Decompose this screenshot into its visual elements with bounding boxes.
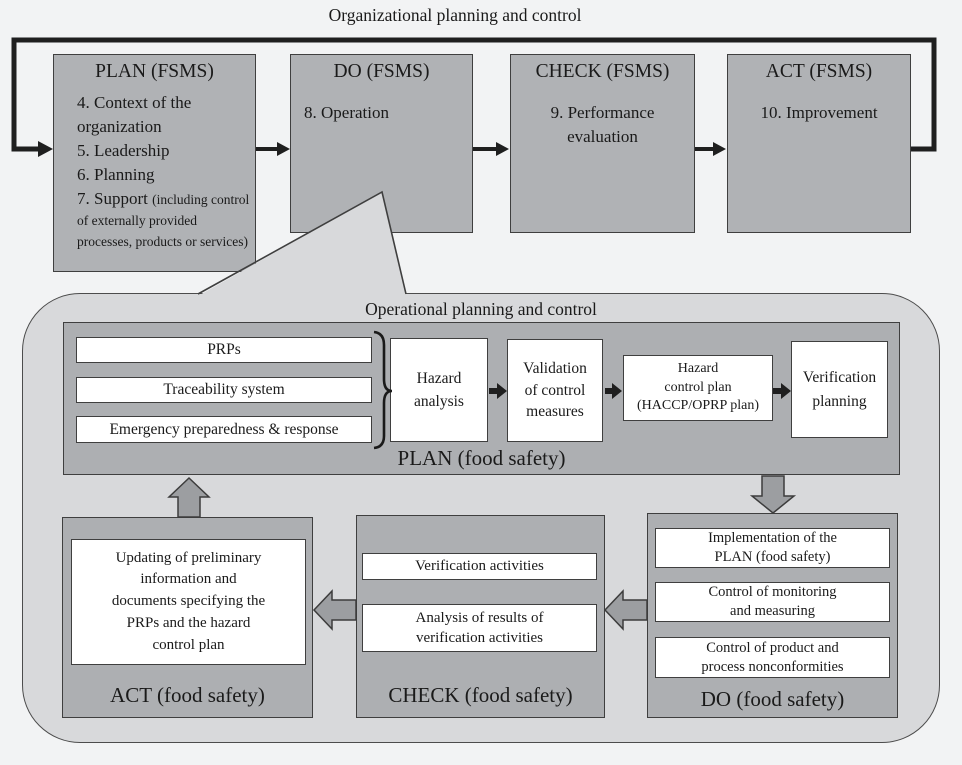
- verification-planning-box: Verification planning: [791, 341, 888, 438]
- plan-fsms-item-support: 7. Support (including control of externa…: [77, 188, 250, 252]
- arrowhead-plan-do-icon: [277, 142, 290, 156]
- control-monitoring-box: Control of monitoring and measuring: [655, 582, 890, 622]
- verification-activities-box: Verification activities: [362, 553, 597, 580]
- check-fsms-item: 9. Performance evaluation: [550, 103, 655, 147]
- traceability-box: Traceability system: [76, 377, 372, 403]
- plan-fsms-item-support-main: 7. Support: [77, 188, 148, 208]
- analysis-results-box: Analysis of results of verification acti…: [362, 604, 597, 652]
- do-fsms-item: 8. Operation: [304, 103, 389, 122]
- plan-fsms-box: PLAN (FSMS) 4. Context of the organizati…: [53, 54, 256, 272]
- act-food-safety-label: ACT (food safety): [110, 683, 265, 707]
- plan-fsms-item-context: 4. Context of the organization: [77, 93, 192, 137]
- do-food-safety-label: DO (food safety): [700, 687, 845, 711]
- prps-box: PRPs: [76, 337, 372, 363]
- plan-fsms-item-planning: 6. Planning: [77, 165, 155, 185]
- check-fsms-title: CHECK (FSMS): [535, 61, 670, 82]
- act-fsms-title: ACT (FSMS): [765, 61, 873, 82]
- act-fsms-item: 10. Improvement: [760, 103, 878, 122]
- do-fsms-box: DO (FSMS) 8. Operation: [290, 54, 473, 233]
- check-fsms-box: CHECK (FSMS) 9. Performance evaluation: [510, 54, 695, 233]
- control-product-box: Control of product and process nonconfor…: [655, 637, 890, 678]
- do-fsms-title: DO (FSMS): [333, 61, 430, 82]
- hazard-control-plan-box: Hazard control plan (HACCP/OPRP plan): [623, 355, 773, 421]
- plan-fsms-title: PLAN (FSMS): [95, 61, 214, 82]
- operational-label: Operational planning and control: [365, 299, 597, 319]
- implementation-box: Implementation of the PLAN (food safety): [655, 528, 890, 568]
- organizational-loop-label: Organizational planning and control: [328, 5, 582, 25]
- feedback-loop-arrowhead-icon: [38, 141, 53, 157]
- check-food-safety-label: CHECK (food safety): [388, 683, 573, 707]
- emergency-box: Emergency preparedness & response: [76, 416, 372, 443]
- plan-food-safety-label: PLAN (food safety): [397, 446, 566, 470]
- act-fsms-box: ACT (FSMS) 10. Improvement: [727, 54, 911, 233]
- arrowhead-check-act-icon: [713, 142, 726, 156]
- plan-fsms-item-leadership: 5. Leadership: [77, 141, 170, 161]
- plan-fsms-items: 4. Context of the organization 5. Leader…: [77, 91, 250, 251]
- arrowhead-do-check-icon: [496, 142, 509, 156]
- hazard-analysis-box: Hazard analysis: [390, 338, 488, 442]
- validation-box: Validation of control measures: [507, 339, 603, 442]
- updating-box: Updating of preliminary information and …: [71, 539, 306, 665]
